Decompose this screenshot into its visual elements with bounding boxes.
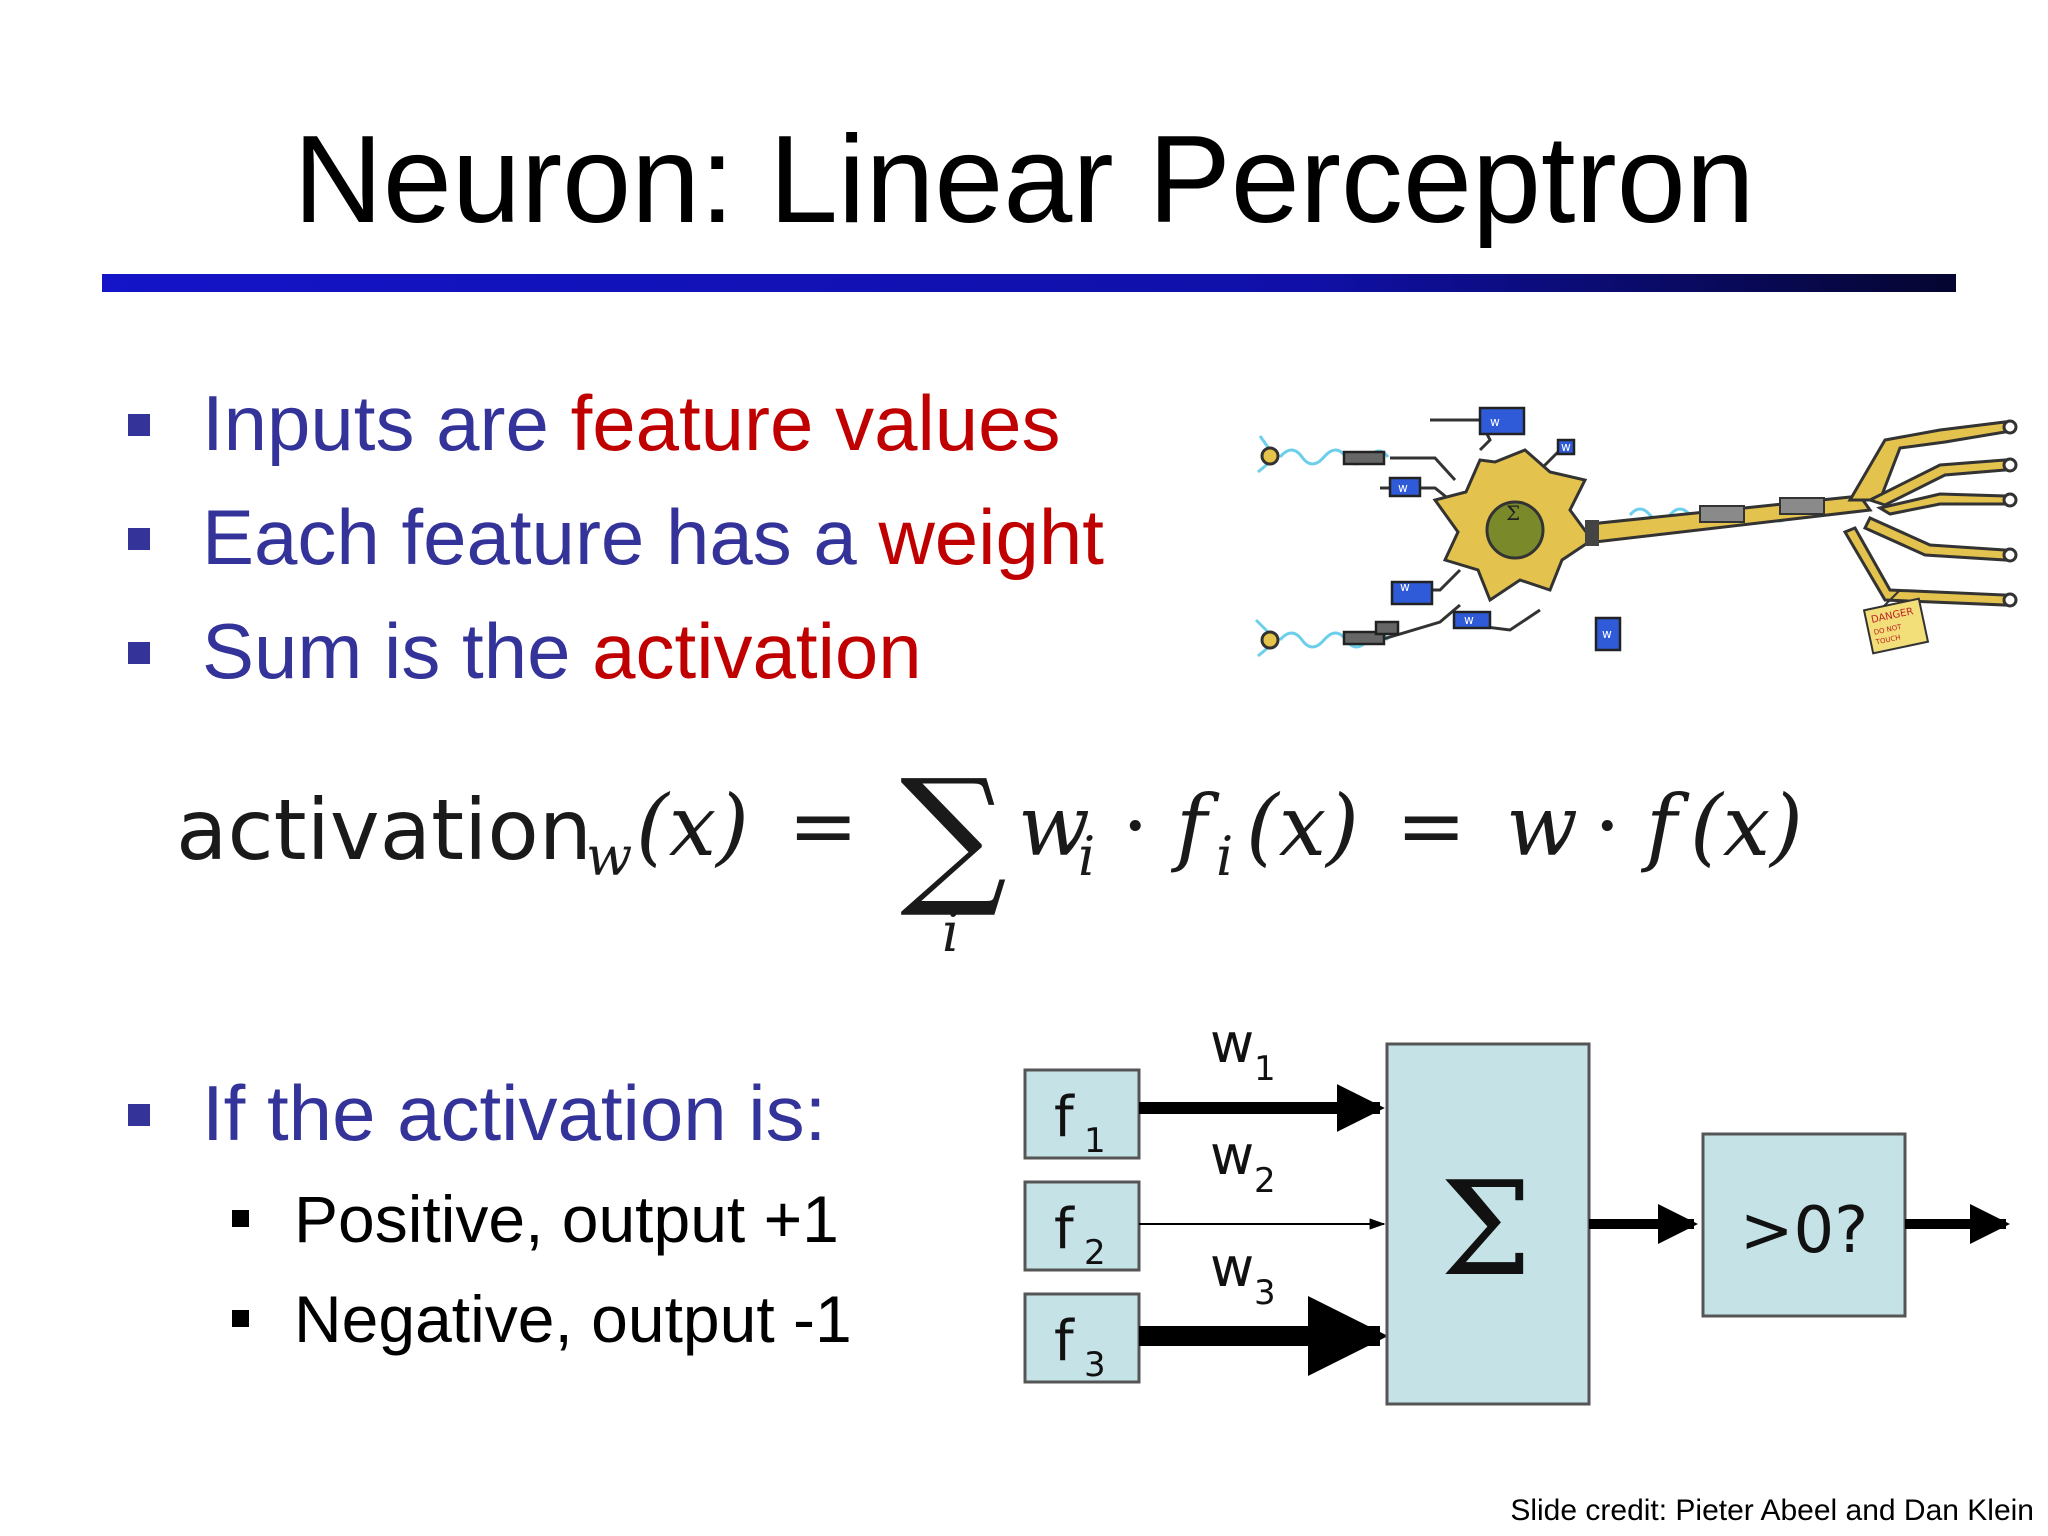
bullet-highlight: weight xyxy=(878,493,1104,581)
input-subscript-f1: 1 xyxy=(1084,1121,1106,1161)
sub-bullet-text: Positive, output +1 xyxy=(294,1182,839,1256)
formula-sigma-index: i xyxy=(942,901,960,964)
formula-sigma: ∑ xyxy=(900,748,1008,922)
weight-tag-label: w xyxy=(1398,481,1408,495)
formula-dot: · xyxy=(1594,777,1621,875)
neuron-illustration: w w w w w w Σ DANGER DO NOT TOUCH xyxy=(1254,406,2018,658)
slide-title: Neuron: Linear Perceptron xyxy=(293,111,1755,249)
bullet-text: Inputs are xyxy=(202,379,571,467)
formula-dot: · xyxy=(1122,777,1149,875)
input-subscript-f3: 3 xyxy=(1084,1345,1106,1385)
bullet-highlight: feature values xyxy=(570,379,1061,467)
threshold-label: >0? xyxy=(1740,1194,1868,1268)
weight-tag-label: w xyxy=(1464,613,1474,627)
myelin-segments xyxy=(1699,497,1825,523)
input-label-f2: f xyxy=(1054,1197,1075,1262)
bullet-highlight: activation xyxy=(592,607,922,695)
weight-tag-label: w xyxy=(1490,415,1500,429)
bullet-marker xyxy=(128,528,150,550)
weight-label-w3: w xyxy=(1210,1236,1254,1299)
bullet-marker xyxy=(128,414,150,436)
formula-rhs-argument: (x) xyxy=(1690,777,1803,875)
input-box-f3 xyxy=(1023,1292,1141,1384)
weight-subscript-w2: 2 xyxy=(1254,1161,1276,1201)
neuron-sigma-label: Σ xyxy=(1506,501,1520,525)
slide-credit: Slide credit: Pieter Abeel and Dan Klein xyxy=(1510,1494,2034,1527)
perceptron-diagram: f 1 f 2 f 3 w 1 w 2 w 3 Σ >0? xyxy=(1023,1012,2010,1406)
weight-tag-label: w xyxy=(1561,440,1571,454)
sub-bullet-text: Negative, output -1 xyxy=(294,1282,852,1356)
input-label-f3: f xyxy=(1054,1309,1075,1374)
input-box-f2 xyxy=(1023,1180,1141,1272)
bullet-marker xyxy=(128,1104,150,1126)
formula-argument: (x) xyxy=(636,777,749,875)
formula-equals: = xyxy=(788,777,859,875)
bullet-text: Each feature has a xyxy=(202,493,879,581)
formula-w: w xyxy=(1018,777,1090,875)
input-terminals xyxy=(1260,446,1280,650)
formula-f-subscript: i xyxy=(1216,825,1234,888)
sub-bullet-marker xyxy=(232,1310,249,1327)
weight-tag-label: w xyxy=(1400,580,1410,594)
bullet-text: If the activation is: xyxy=(202,1069,827,1157)
input-box-f1 xyxy=(1023,1068,1141,1160)
terminal-endpoints xyxy=(2002,419,2018,608)
formula-f-argument: (x) xyxy=(1246,777,1359,875)
weight-subscript-w1: 1 xyxy=(1254,1049,1276,1089)
sum-box xyxy=(1385,1042,1591,1406)
bullet-text: Sum is the xyxy=(202,607,593,695)
formula-word-subscript: w xyxy=(586,825,633,888)
weight-label-w2: w xyxy=(1210,1124,1254,1187)
activation-formula: activation w (x) = ∑ i w i · f i (x) = w… xyxy=(176,760,1816,964)
weight-tag-label: w xyxy=(1602,627,1612,641)
formula-f: f xyxy=(1176,777,1208,875)
formula-w-subscript: i xyxy=(1078,825,1096,888)
input-subscript-f2: 2 xyxy=(1084,1233,1106,1273)
formula-activation-word: activation xyxy=(176,781,593,879)
axon-hillock xyxy=(1585,520,1599,546)
axon-terminals xyxy=(1842,420,2007,607)
neuron-nucleus xyxy=(1485,500,1545,560)
formula-rhs-f: f xyxy=(1646,777,1678,875)
bullet-marker xyxy=(128,642,150,664)
title-divider xyxy=(102,274,1956,292)
weight-subscript-w3: 3 xyxy=(1254,1273,1276,1313)
sub-bullet-marker xyxy=(232,1210,249,1227)
weight-tag-labels: w w w w w w xyxy=(1398,415,1612,641)
threshold-box xyxy=(1701,1132,1907,1318)
sum-symbol: Σ xyxy=(1440,1153,1532,1305)
input-label-f1: f xyxy=(1054,1085,1075,1150)
danger-sign: DANGER DO NOT TOUCH xyxy=(1862,589,1930,655)
formula-rhs-w: w xyxy=(1506,777,1578,875)
formula-equals: = xyxy=(1396,777,1467,875)
weight-label-w1: w xyxy=(1210,1012,1254,1075)
weight-blocks xyxy=(1342,406,1622,652)
